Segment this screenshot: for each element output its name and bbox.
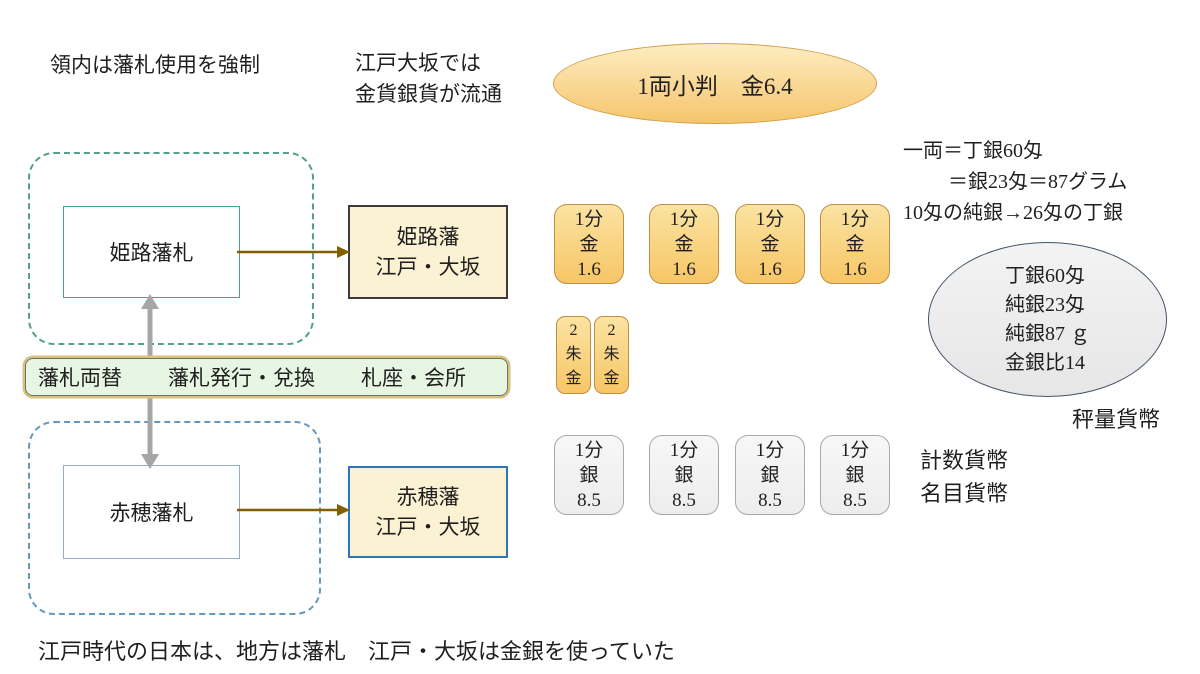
himeji-to-han-arrow-icon	[237, 246, 350, 258]
ako-han-line1: 赤穂藩	[396, 485, 460, 509]
coin-denomination: 1分	[574, 208, 604, 230]
edo-osaka-note-line2: 金貨銀貨が流通	[355, 82, 502, 106]
ako-han-line2: 江戸・大坂	[375, 515, 481, 539]
exchange-bar-item-ryogae: 藩札両替	[38, 366, 122, 390]
koban-label: 1両小判 金6.4	[637, 73, 793, 99]
coin-metal: 金	[579, 233, 599, 255]
ako-satsu-box: 赤穂藩札	[63, 465, 240, 559]
koban-ellipse: 1両小判 金6.4	[553, 43, 877, 124]
coin-denomination: 1分	[840, 439, 870, 461]
exchange-bar-item-fudaza: 札座・会所	[361, 366, 466, 390]
ako-domain-group	[28, 421, 321, 615]
counted-currency-label: 計数貨幣 名目貨幣	[920, 444, 1008, 510]
coin-1bu-gold-4: 1分 金 1.6	[820, 204, 890, 284]
coin-1bu-silver-3: 1分 銀 8.5	[735, 435, 805, 515]
chogin-line3: 純銀87 ｇ	[1005, 322, 1090, 345]
ryo-equivalence-note: 一両＝丁銀60匁 ＝銀23匁＝87グラム 10匁の純銀→26匁の丁銀	[903, 136, 1127, 229]
coin-value: 8.5	[577, 489, 601, 511]
coin-denomination-unit: 朱	[603, 346, 620, 363]
ako-to-han-arrow-icon	[237, 504, 350, 516]
himeji-han-box: 姫路藩 江戸・大坂	[348, 205, 508, 299]
coin-denomination: 2	[569, 322, 578, 339]
coin-denomination: 1分	[574, 439, 604, 461]
coin-denomination: 2	[607, 322, 616, 339]
chogin-ellipse: 丁銀60匁 純銀23匁 純銀87 ｇ 金銀比14	[928, 242, 1167, 397]
weighed-currency-label: 秤量貨幣	[1072, 407, 1161, 432]
coin-metal: 銀	[579, 464, 599, 486]
coin-denomination: 1分	[669, 208, 699, 230]
chogin-line4: 金銀比14	[1005, 351, 1085, 374]
counted-currency-line2: 名目貨幣	[920, 481, 1009, 506]
coin-denomination: 1分	[755, 208, 785, 230]
himeji-satsu-label: 姫路藩札	[109, 241, 194, 265]
coin-metal: 金	[674, 233, 694, 255]
coin-1bu-silver-4: 1分 銀 8.5	[820, 435, 890, 515]
coin-denomination: 1分	[755, 439, 785, 461]
coin-value: 8.5	[672, 489, 696, 511]
coin-metal: 銀	[674, 464, 694, 486]
edo-osaka-note: 江戸大坂では 金貨銀貨が流通	[355, 48, 502, 110]
coin-metal: 金	[760, 233, 780, 255]
coin-value: 8.5	[758, 489, 782, 511]
himeji-han-line2: 江戸・大坂	[375, 255, 481, 279]
coin-2shu-gold-2: 2 朱 金	[594, 316, 629, 394]
ryo-note-line3: 10匁の純銀→26匁の丁銀	[903, 202, 1123, 224]
ako-satsu-label: 赤穂藩札	[109, 501, 194, 525]
coin-1bu-gold-1: 1分 金 1.6	[554, 204, 624, 284]
coin-1bu-gold-3: 1分 金 1.6	[735, 204, 805, 284]
coin-denomination: 1分	[840, 208, 870, 230]
coin-metal: 金	[603, 370, 620, 387]
counted-currency-line1: 計数貨幣	[920, 448, 1009, 473]
coin-metal: 銀	[760, 464, 780, 486]
coin-metal: 金	[565, 370, 582, 387]
coin-1bu-gold-2: 1分 金 1.6	[649, 204, 719, 284]
coin-1bu-silver-2: 1分 銀 8.5	[649, 435, 719, 515]
coin-metal: 銀	[845, 464, 865, 486]
domain-note: 領内は藩札使用を強制	[50, 53, 260, 77]
exchange-bar-item-hakkou: 藩札発行・兌換	[168, 366, 315, 390]
coin-1bu-silver-1: 1分 銀 8.5	[554, 435, 624, 515]
exchange-bar: 藩札両替 藩札発行・兌換 札座・会所	[25, 358, 508, 396]
coin-value: 8.5	[843, 489, 867, 511]
himeji-satsu-box: 姫路藩札	[63, 206, 240, 298]
ako-han-box: 赤穂藩 江戸・大坂	[348, 466, 508, 558]
coin-metal: 金	[845, 233, 865, 255]
coin-denomination-unit: 朱	[565, 346, 582, 363]
ryo-note-line2: ＝銀23匁＝87グラム	[948, 171, 1128, 193]
chogin-line2: 純銀23匁	[1005, 293, 1085, 316]
ryo-note-line1: 一両＝丁銀60匁	[903, 140, 1043, 162]
coin-value: 1.6	[758, 258, 782, 280]
bottom-caption: 江戸時代の日本は、地方は藩札 江戸・大坂は金銀を使っていた	[38, 639, 675, 664]
coin-2shu-gold-1: 2 朱 金	[556, 316, 591, 394]
edo-osaka-note-line1: 江戸大坂では	[355, 51, 481, 75]
coin-denomination: 1分	[669, 439, 699, 461]
coin-value: 1.6	[672, 258, 696, 280]
coin-value: 1.6	[577, 258, 601, 280]
himeji-han-line1: 姫路藩	[396, 225, 460, 249]
himeji-domain-group	[28, 152, 314, 345]
coin-value: 1.6	[843, 258, 867, 280]
chogin-line1: 丁銀60匁	[1005, 264, 1085, 287]
